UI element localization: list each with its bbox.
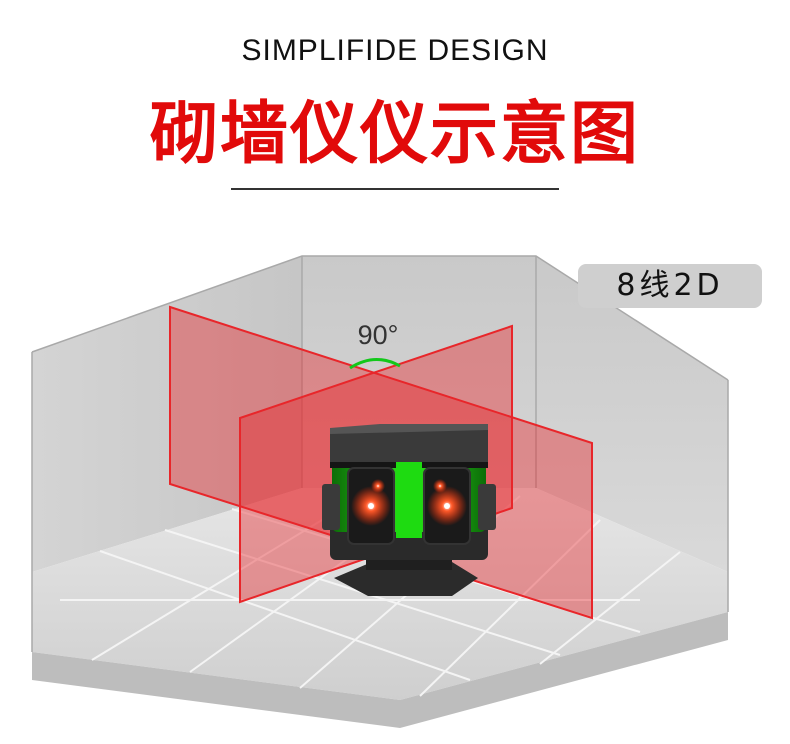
angle-label: 90° [357, 320, 399, 350]
floor-tiles [60, 491, 681, 697]
front-floor-face [32, 612, 728, 728]
back-wall [302, 256, 728, 572]
laser-level-device [322, 424, 496, 596]
device-base [334, 562, 478, 596]
title-divider [231, 188, 559, 190]
page-title: 砌墙仪仪示意图 [149, 95, 640, 174]
left-wall [32, 256, 302, 572]
angle-arc [349, 358, 401, 370]
laser-level-diagram [31, 255, 729, 728]
subtitle: SIMPLIFIDE DESIGN [241, 34, 549, 67]
line-count-badge: 8线2D [578, 264, 762, 308]
